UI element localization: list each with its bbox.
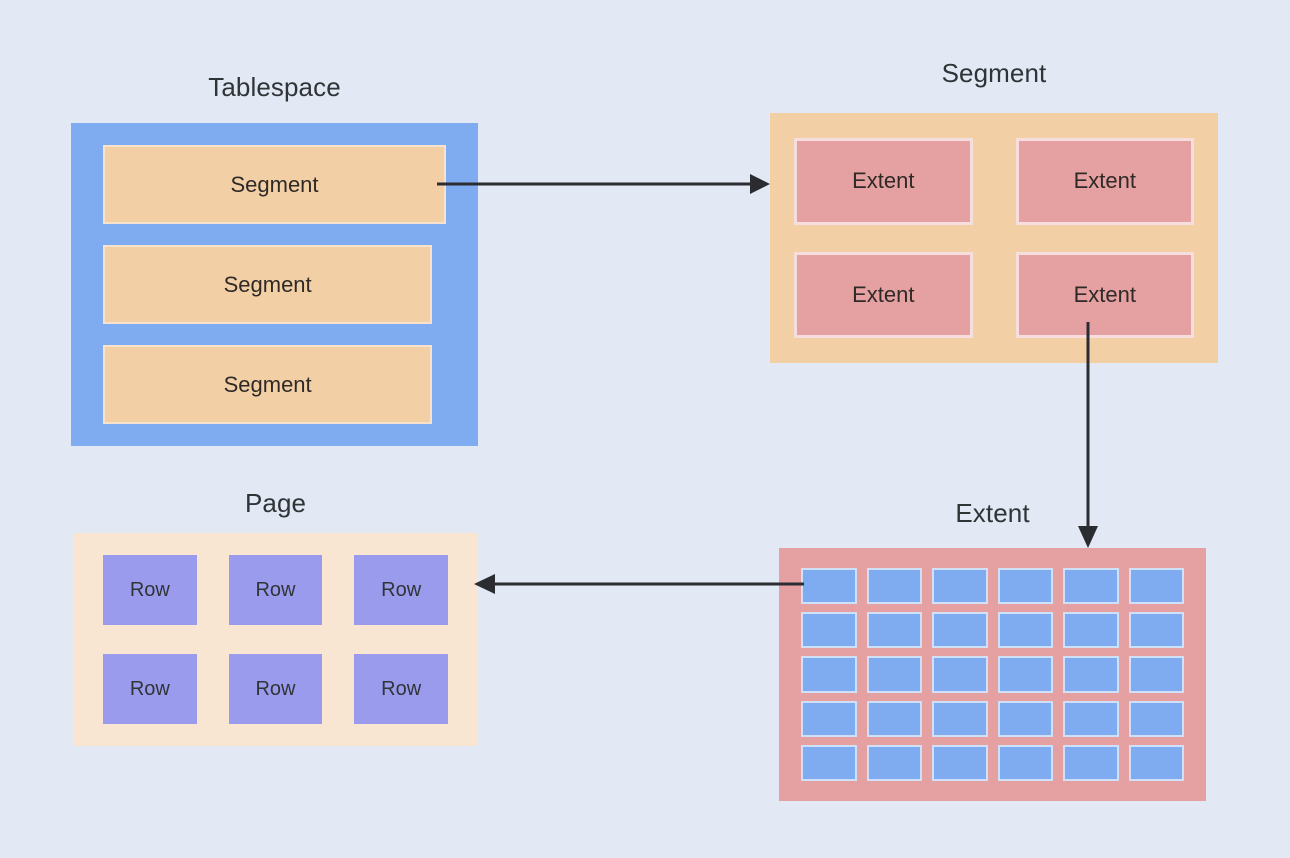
extent-page-cell[interactable] xyxy=(1128,744,1184,781)
extent-page-cell[interactable] xyxy=(932,568,988,605)
tablespace-segment-item-3[interactable]: Segment xyxy=(103,345,433,424)
extent-page-cell[interactable] xyxy=(1063,612,1119,649)
extent-page-cell[interactable] xyxy=(1063,700,1119,737)
extent-page-cell[interactable] xyxy=(1063,568,1119,605)
extent-page-cell[interactable] xyxy=(997,612,1053,649)
extent-page-cell[interactable] xyxy=(1063,744,1119,781)
extent-page-cell[interactable] xyxy=(801,568,857,605)
extent-page-cell[interactable] xyxy=(1128,612,1184,649)
page-row-item-6[interactable]: Row xyxy=(354,654,448,724)
segment-title: Segment xyxy=(941,58,1047,88)
extent-page-cell[interactable] xyxy=(801,612,857,649)
extent-page-cell[interactable] xyxy=(801,744,857,781)
tablespace-title: Tablespace xyxy=(208,72,341,102)
page-title: Page xyxy=(244,488,307,518)
extent-title: Extent xyxy=(955,498,1030,528)
extent-page-cell[interactable] xyxy=(866,700,922,737)
page-row-item-4[interactable]: Row xyxy=(103,654,197,724)
extent-page-cell[interactable] xyxy=(866,656,922,693)
page-container: Row Row Row Row Row Row xyxy=(73,533,478,746)
arrow-segment-to-extent xyxy=(1078,322,1098,548)
tablespace-segment-item-1[interactable]: Segment xyxy=(103,145,446,224)
extent-page-cell[interactable] xyxy=(1128,568,1184,605)
segment-extent-item-2[interactable]: Extent xyxy=(1015,138,1194,225)
extent-container xyxy=(779,548,1206,801)
page-row-item-3[interactable]: Row xyxy=(354,555,448,625)
page-row-item-2[interactable]: Row xyxy=(228,555,323,625)
extent-page-cell[interactable] xyxy=(1128,656,1184,693)
tablespace-segment-item-2[interactable]: Segment xyxy=(103,245,433,324)
extent-page-cell[interactable] xyxy=(997,568,1053,605)
extent-page-cell[interactable] xyxy=(997,656,1053,693)
extent-page-cell[interactable] xyxy=(997,744,1053,781)
extent-page-cell[interactable] xyxy=(1063,656,1119,693)
extent-page-cell[interactable] xyxy=(932,656,988,693)
extent-page-cell[interactable] xyxy=(932,744,988,781)
extent-page-cell[interactable] xyxy=(866,612,922,649)
segment-extent-item-1[interactable]: Extent xyxy=(794,138,973,225)
segment-container: Extent Extent Extent Extent xyxy=(770,113,1218,363)
extent-page-cell[interactable] xyxy=(997,700,1053,737)
extent-page-cell[interactable] xyxy=(866,744,922,781)
arrow-tablespace-to-segment xyxy=(437,174,770,194)
segment-extent-item-4[interactable]: Extent xyxy=(1015,251,1194,338)
extent-page-cell[interactable] xyxy=(932,700,988,737)
extent-page-cell[interactable] xyxy=(866,568,922,605)
tablespace-container: Segment Segment Segment xyxy=(71,123,478,446)
page-row-item-5[interactable]: Row xyxy=(228,654,323,724)
extent-page-cell[interactable] xyxy=(1128,700,1184,737)
extent-page-cell[interactable] xyxy=(932,612,988,649)
segment-extent-item-3[interactable]: Extent xyxy=(794,251,973,338)
extent-page-cell[interactable] xyxy=(801,656,857,693)
page-row-item-1[interactable]: Row xyxy=(103,555,197,625)
arrow-extent-to-page xyxy=(474,574,804,594)
extent-page-cell[interactable] xyxy=(801,700,857,737)
